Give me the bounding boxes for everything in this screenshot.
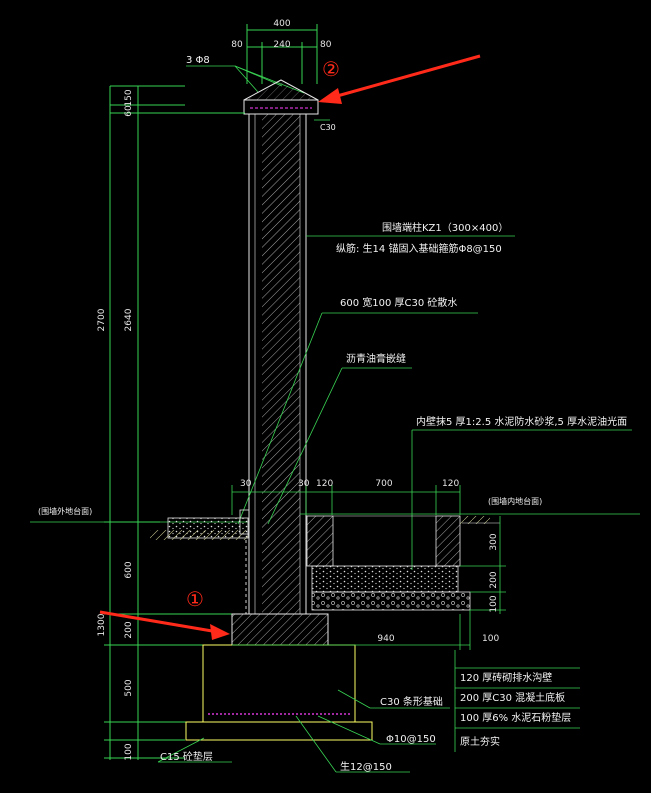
dim-80-right: 80: [320, 40, 332, 50]
note-wall-plaster: 内壁抹5 厚1:2.5 水泥防水砂浆,5 厚水泥油光面: [416, 415, 627, 428]
ground-outside: [30, 509, 250, 540]
ground-inside-label: (围墙内地台面): [488, 496, 542, 506]
dim-240: 240: [273, 40, 290, 50]
legend-item-4: 原土夯实: [460, 735, 500, 748]
dim-600: 600: [124, 561, 134, 578]
ditch-top-dims: [231, 485, 461, 515]
dim-500: 500: [124, 679, 134, 696]
base-dims: [232, 610, 471, 650]
footing-leaders: [157, 689, 450, 773]
callout-arrow-2: [318, 54, 481, 104]
note-column: 围墙端柱KZ1（300×400）: [382, 221, 508, 234]
left-dims-text: 150 60 2700 2640 600 1300 200 500 100: [97, 89, 134, 760]
dim-400: 400: [273, 19, 290, 29]
dim-2700: 2700: [97, 308, 107, 331]
callout-arrow-1: [99, 610, 230, 640]
legend-item-1: 120 厚砖砌排水沟壁: [460, 671, 552, 684]
footing-label: C30 条形基础: [380, 695, 443, 708]
dim-700: 700: [375, 479, 392, 489]
rebar-phi10-label: Φ10@150: [386, 734, 436, 745]
top-dimensions: [246, 24, 318, 84]
dim-100-ditch: 100: [489, 595, 499, 612]
ground-outside-label: (围墙外地台面): [38, 506, 92, 516]
dim-30-left: 30: [240, 479, 252, 489]
rebar-top-label: 3 Φ8: [186, 55, 210, 66]
dim-200-ditch: 200: [489, 571, 499, 588]
dim-940: 940: [377, 634, 394, 644]
cap-concrete-label: C30: [320, 123, 336, 132]
dim-2640: 2640: [124, 308, 134, 331]
legend-item-3: 100 厚6% 水泥石粉垫层: [460, 711, 571, 724]
dim-200: 200: [124, 621, 134, 638]
cushion-label: C15 砼垫层: [160, 750, 213, 763]
ditch-right-dims: [460, 516, 506, 614]
note-joint: 沥青油膏嵌缝: [346, 352, 406, 365]
callout-1-label: ①: [186, 587, 204, 611]
dim-30-right: 30: [298, 479, 310, 489]
dim-80-left: 80: [231, 40, 243, 50]
dim-100: 100: [124, 743, 134, 760]
dim-1300: 1300: [97, 613, 107, 636]
legend-item-2: 200 厚C30 混凝土底板: [460, 691, 565, 704]
notes-leaders: [237, 235, 632, 570]
dim-150: 150: [124, 89, 134, 106]
column: [248, 113, 307, 615]
dim-120-a: 120: [316, 479, 333, 489]
dim-300: 300: [489, 533, 499, 550]
rebar-phi12-label: 生12@150: [340, 760, 392, 773]
legend-lines: [454, 650, 580, 752]
note-column-rebar: 纵筋: 生14 锚固入基础箍筋Φ8@150: [336, 242, 502, 255]
dim-100-base: 100: [482, 634, 499, 644]
callout-2-label: ②: [322, 57, 340, 81]
dim-60: 60: [124, 105, 134, 117]
drain-ditch: [300, 513, 640, 611]
left-dimension-lines: [104, 85, 245, 760]
note-apron: 600 宽100 厚C30 砼散水: [340, 296, 457, 309]
foundation: [185, 613, 373, 741]
column-cap: [243, 79, 319, 115]
dim-120-b: 120: [442, 479, 459, 489]
